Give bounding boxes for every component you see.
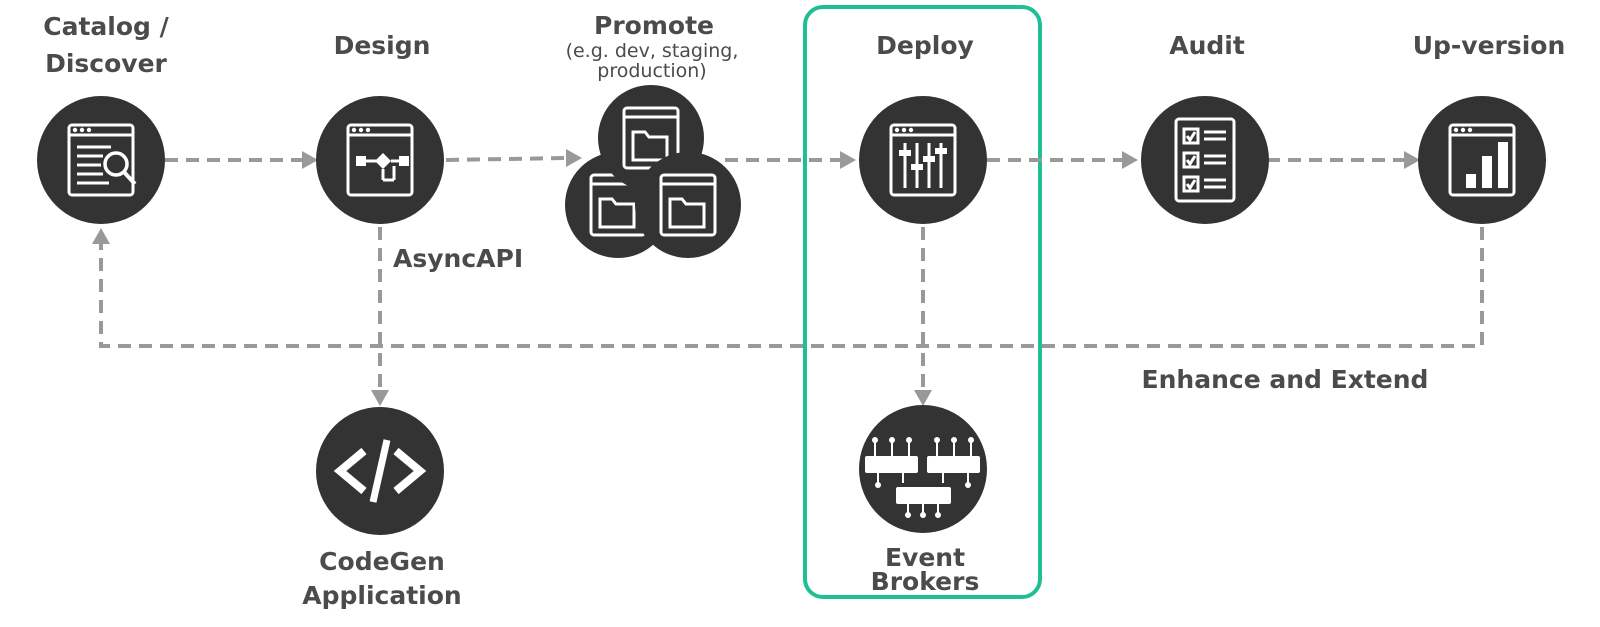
asyncapi-label: AsyncAPI (393, 244, 523, 273)
loop-enhance-extend (99, 227, 1484, 348)
event-broker-network-icon (859, 405, 987, 533)
promote-subtitle-line2: production) (597, 60, 706, 82)
upversion-title: Up-version (1413, 31, 1566, 60)
arrow-design-to-promote (445, 156, 567, 162)
arrowhead (1122, 151, 1138, 169)
loop-label: Enhance and Extend (1142, 365, 1429, 394)
flow-design-icon (316, 96, 444, 224)
arrowhead (92, 228, 110, 244)
bar-chart-icon (1418, 96, 1546, 224)
promote-subtitle-line1: (e.g. dev, staging, (566, 40, 739, 62)
mixer-sliders-icon (859, 96, 987, 224)
codegen-label-line2: Application (302, 581, 461, 610)
code-icon (316, 407, 444, 535)
deploy-highlight-box (803, 5, 1042, 599)
audit-title: Audit (1169, 31, 1245, 60)
arrowhead (914, 390, 932, 406)
promote-title: Promote (594, 11, 714, 40)
catalog-search-icon (37, 96, 165, 224)
deploy-title: Deploy (876, 31, 974, 60)
arrowhead (371, 390, 389, 406)
arrowhead (566, 149, 582, 167)
flow-connectors (92, 149, 1484, 406)
brokers-label-line2: Brokers (871, 567, 980, 596)
catalog-title-line2: Discover (45, 49, 167, 78)
design-title: Design (334, 31, 431, 60)
arrowhead (302, 151, 318, 169)
arrowhead (840, 151, 856, 169)
catalog-title: Catalog / (43, 12, 169, 41)
folders-icon (565, 85, 741, 258)
brokers-label-line1: Event (885, 543, 965, 572)
codegen-label-line1: CodeGen (319, 547, 445, 576)
arrowhead (1404, 151, 1420, 169)
checklist-icon (1141, 96, 1269, 224)
